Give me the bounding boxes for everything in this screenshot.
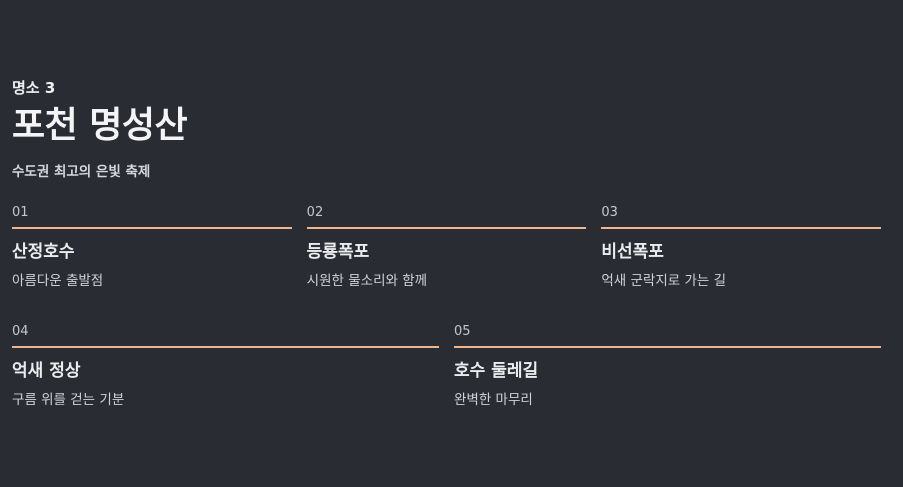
step-description: 완벽한 마무리 [454,392,533,408]
step-divider [12,346,439,348]
step-number: 03 [601,205,618,220]
step-description: 억새 군락지로 가는 길 [601,273,726,289]
step-name: 산정호수 [12,242,75,262]
step-name: 등룡폭포 [306,242,370,262]
step-description: 아름다운 출발점 [12,273,104,289]
step-name: 억새 정상 [12,361,81,381]
section-eyebrow: 명소 3 [12,79,56,97]
step-description: 구름 위를 걷는 기분 [12,392,125,408]
step-number: 01 [12,205,29,220]
page-title: 포천 명성산 [12,105,188,146]
route-step: 02 등룡폭포 시원한 물소리와 함께 [306,203,587,291]
page-subtitle: 수도권 최고의 은빛 축제 [12,164,151,180]
step-name: 비선폭포 [601,242,664,262]
step-number: 05 [454,324,471,339]
steps-row-2: 04 억새 정상 구름 위를 걷는 기분 05 호수 둘레길 완벽한 마무리 [12,322,881,410]
step-divider [306,227,587,229]
step-number: 02 [306,205,324,220]
step-divider [12,227,292,229]
step-divider [454,346,881,348]
route-step: 03 비선폭포 억새 군락지로 가는 길 [601,203,882,291]
route-step: 05 호수 둘레길 완벽한 마무리 [454,322,881,410]
step-name: 호수 둘레길 [454,361,539,381]
steps-row-1: 01 산정호수 아름다운 출발점 02 등룡폭포 시원한 물소리와 함께 03 … [12,203,882,291]
route-section: 명소 3 포천 명성산 수도권 최고의 은빛 축제 01 산정호수 아름다운 출… [12,78,882,410]
step-divider [601,227,882,229]
route-step: 01 산정호수 아름다운 출발점 [12,203,292,291]
route-step: 04 억새 정상 구름 위를 걷는 기분 [12,322,439,410]
step-description: 시원한 물소리와 함께 [306,273,428,289]
step-number: 04 [12,324,29,339]
